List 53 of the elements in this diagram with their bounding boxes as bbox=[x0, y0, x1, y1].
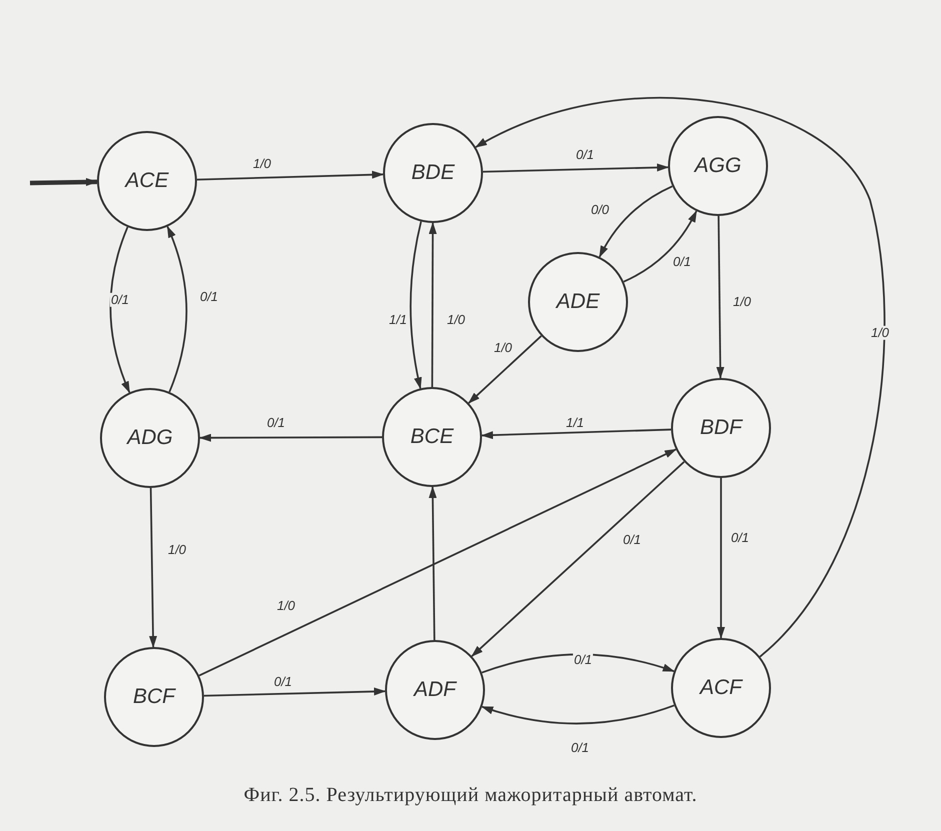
arrow bbox=[716, 216, 724, 379]
edge-label: 1/0 bbox=[732, 294, 752, 310]
arrow bbox=[717, 478, 725, 639]
state-label: ADE bbox=[556, 290, 600, 314]
edge-label: 1/1 bbox=[564, 416, 586, 430]
edge-label: 1/0 bbox=[276, 598, 296, 614]
arrow bbox=[166, 226, 188, 392]
arrow bbox=[110, 226, 130, 394]
edge-label: 1/1 bbox=[388, 312, 408, 328]
arrow bbox=[428, 486, 437, 640]
arrow bbox=[204, 688, 386, 697]
arrow bbox=[410, 221, 422, 390]
arrow bbox=[482, 654, 675, 674]
edge-label: 1/0 bbox=[492, 340, 514, 356]
edge-label: 0/1 bbox=[622, 532, 642, 548]
arrow bbox=[149, 488, 158, 648]
arrow bbox=[199, 434, 382, 442]
arrow bbox=[474, 97, 886, 658]
edge-label: 0/1 bbox=[574, 148, 596, 162]
arrow bbox=[482, 164, 670, 173]
edge-label: 0/1 bbox=[198, 290, 220, 304]
arrow bbox=[468, 335, 542, 404]
edge-label: 0/1 bbox=[572, 652, 594, 668]
state-label: BCE bbox=[410, 425, 454, 449]
state-label: ADG bbox=[127, 426, 173, 450]
edge-label: 1/0 bbox=[870, 326, 890, 340]
edge-label: 1/0 bbox=[252, 156, 272, 172]
state-label: ADF bbox=[414, 678, 456, 702]
arrow bbox=[196, 170, 384, 180]
edge-label: 1/0 bbox=[446, 312, 466, 328]
edge-label: 0/1 bbox=[672, 254, 692, 270]
arrow bbox=[481, 704, 674, 724]
state-label: BDE bbox=[411, 161, 455, 185]
arrow bbox=[623, 210, 698, 283]
state-label: BDF bbox=[700, 416, 742, 440]
arrow bbox=[428, 222, 437, 387]
state-label: ACF bbox=[700, 676, 742, 700]
state-label: AGG bbox=[694, 154, 742, 178]
edge-label: 0/1 bbox=[272, 674, 294, 690]
edge-label: 0/1 bbox=[570, 740, 590, 756]
edge-label: 0/0 bbox=[590, 202, 610, 218]
state-label: ACE bbox=[125, 169, 169, 193]
edge-label: 0/1 bbox=[110, 292, 130, 308]
arrow bbox=[471, 461, 685, 657]
arrow bbox=[198, 448, 677, 676]
edge-label: 0/1 bbox=[266, 416, 286, 430]
edge-label: 1/0 bbox=[166, 542, 188, 558]
arrow bbox=[598, 185, 673, 258]
arrow bbox=[480, 428, 672, 440]
edge-label: 0/1 bbox=[730, 530, 750, 546]
arrow bbox=[30, 178, 98, 186]
state-label: BCF bbox=[133, 685, 175, 709]
figure-caption: Фиг. 2.5. Результирующий мажоритарный автомат. bbox=[242, 784, 698, 807]
